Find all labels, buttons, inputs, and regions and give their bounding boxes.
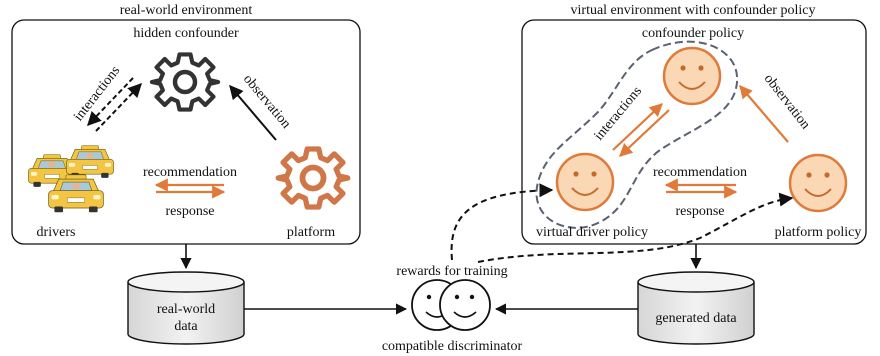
real-interactions-arrow (87, 77, 142, 132)
hidden-confounder-gear-icon (152, 54, 218, 109)
compatible-discriminator-label: compatible discriminator (382, 339, 523, 354)
virtual-driver-policy-label: virtual driver policy (536, 225, 648, 240)
real-recommendation-response-arrows (154, 178, 226, 199)
real-world-data-label-line1: real-world (157, 302, 215, 317)
real-observation-arrow (229, 84, 277, 141)
hidden-confounder-label: hidden confounder (133, 26, 239, 41)
platform-policy-smiley-icon (788, 153, 848, 213)
platform-policy-label: platform policy (775, 225, 862, 240)
rewards-for-training-label: rewards for training (396, 264, 507, 279)
generated-data-label: generated data (655, 311, 737, 326)
virtual-driver-policy-smiley-icon (555, 152, 615, 212)
discriminator-smiley-icon (411, 279, 491, 331)
reward-to-platform-policy-arrow (477, 192, 794, 263)
virtual-response-label: response (676, 204, 725, 219)
drivers-label: drivers (37, 225, 76, 240)
virtual-observation-arrow (739, 84, 789, 143)
virtual-observation-label: observation (761, 71, 813, 132)
real-response-label: response (166, 204, 215, 219)
generated-data-database-cylinder-icon (637, 271, 755, 345)
real-env-title: real-world environment (120, 3, 253, 18)
real-world-data-database-cylinder-icon (127, 271, 245, 345)
virtual-interactions-arrow (612, 103, 670, 157)
real-world-data-label-line2: data (174, 319, 198, 334)
virtual-env-frame (521, 19, 867, 245)
real-observation-label: observation (240, 72, 293, 132)
virtual-recommendation-label: recommendation (653, 165, 747, 180)
virtual-interactions-label: interactions (592, 84, 645, 144)
virtual-env-title: virtual environment with confounder poli… (571, 3, 816, 18)
platform-label: platform (287, 225, 335, 240)
confounder-grouping-outline (535, 40, 738, 229)
confounder-policy-smiley-icon (662, 46, 722, 106)
reward-to-driver-policy-arrow (450, 183, 554, 261)
confounder-policy-label: confounder policy (642, 26, 744, 41)
real-recommendation-label: recommendation (143, 165, 237, 180)
drivers-taxi-icon (28, 145, 114, 213)
virtual-recommendation-response-arrows (664, 178, 738, 199)
platform-gear-icon (278, 149, 348, 207)
